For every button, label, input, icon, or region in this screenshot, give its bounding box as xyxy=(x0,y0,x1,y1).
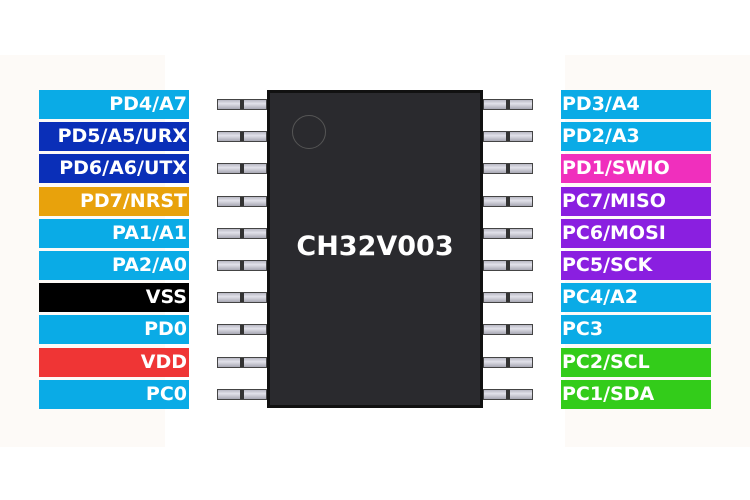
chip-pin-lead xyxy=(483,260,533,271)
pin-label: PC3 xyxy=(561,315,711,345)
pin-label: PC6/MOSI xyxy=(561,218,711,248)
pin-label: PD5/A5/URX xyxy=(39,122,189,152)
pin-label: PC2/SCL xyxy=(561,347,711,377)
chip-pin-lead xyxy=(483,131,533,143)
chip-pin-lead xyxy=(483,227,533,239)
pin-label: PD4/A7 xyxy=(39,90,189,119)
pin-label: PC4/A2 xyxy=(561,283,711,313)
pin-label: PD7/NRST xyxy=(39,186,189,216)
pin-label: PC1/SDA xyxy=(561,379,711,409)
pin-label: PC0 xyxy=(39,379,189,409)
pin-label: PC5/SCK xyxy=(561,251,711,280)
pin-label: PC7/MISO xyxy=(561,186,711,216)
pin-label: PD2/A3 xyxy=(561,122,711,152)
chip-pin-lead xyxy=(483,388,533,400)
chip-pin-lead xyxy=(217,260,267,271)
chip-pin-lead xyxy=(483,356,533,368)
chip-pin-lead xyxy=(217,195,267,207)
pin-label: VSS xyxy=(39,283,189,313)
chip-pin-lead xyxy=(217,388,267,400)
chip-pin-lead xyxy=(217,356,267,368)
pin1-indicator-dot xyxy=(292,115,326,149)
pin-label: PD0 xyxy=(39,315,189,345)
chip-pin-lead xyxy=(217,324,267,336)
chip-pin-lead xyxy=(217,163,267,175)
chip-pin-lead xyxy=(217,131,267,143)
pin-label: PA2/A0 xyxy=(39,251,189,280)
chip-pin-lead xyxy=(483,324,533,336)
chip-pin-lead xyxy=(483,195,533,207)
pin-label: VDD xyxy=(39,347,189,377)
pin-label: PD6/A6/UTX xyxy=(39,154,189,184)
chip-pin-lead xyxy=(217,227,267,239)
chip-body: CH32V003 xyxy=(267,90,483,408)
chip-pin-lead xyxy=(483,163,533,175)
chip-pin-lead xyxy=(217,292,267,304)
pin-label: PA1/A1 xyxy=(39,218,189,248)
chip-pin-lead xyxy=(217,99,267,110)
pin-label: PD1/SWIO xyxy=(561,154,711,184)
chip-pin-lead xyxy=(483,292,533,304)
chip-name: CH32V003 xyxy=(296,231,454,262)
chip-pin-lead xyxy=(483,99,533,110)
pin-label: PD3/A4 xyxy=(561,90,711,119)
